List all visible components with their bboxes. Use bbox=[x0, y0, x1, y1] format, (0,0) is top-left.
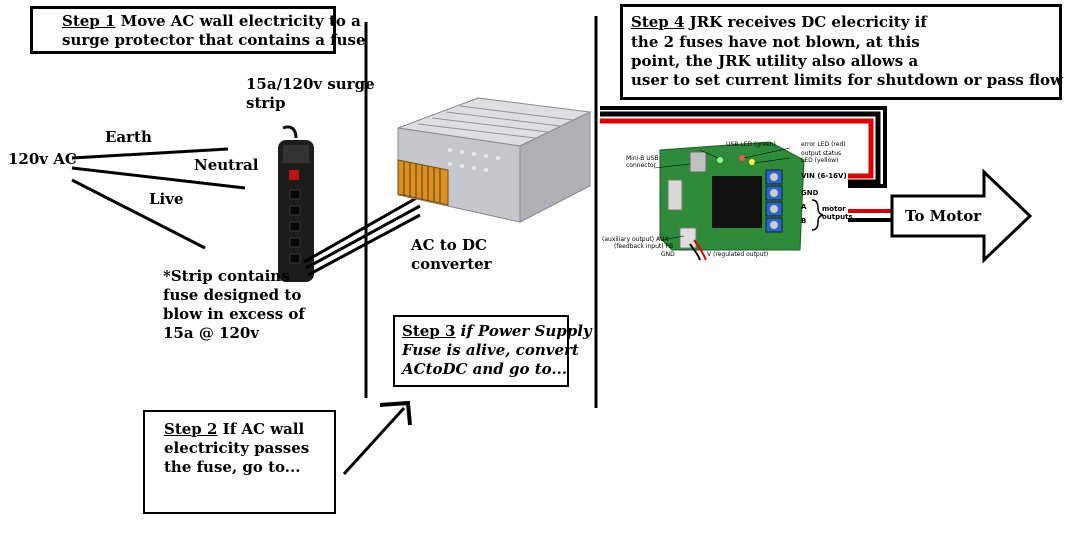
step3-number: Step 3 bbox=[402, 322, 456, 340]
board-outputs: outputs bbox=[822, 213, 853, 221]
board-output-status-led: LED (yellow) bbox=[801, 157, 839, 164]
ac-source-label: 120v AC bbox=[8, 150, 77, 168]
step2-number: Step 2 bbox=[164, 420, 218, 438]
board-a: A bbox=[801, 203, 807, 211]
step3-box bbox=[393, 315, 569, 387]
step4-text1: JRK receives DC elecricity if bbox=[684, 13, 927, 31]
step4-text3: point, the JRK utility also allows a bbox=[631, 52, 919, 70]
step1-line1: Step 1 Move AC wall electricity to a bbox=[62, 12, 361, 31]
fuse-note-2: fuse designed to bbox=[163, 286, 302, 304]
step3-line1: Step 3 if Power Supply bbox=[402, 322, 592, 341]
board-motor: motor bbox=[822, 205, 846, 213]
board-gnd-bottom: GND bbox=[661, 251, 675, 258]
converter-label-1: AC to DC bbox=[411, 236, 487, 254]
step3-text2: Fuse is alive, convert bbox=[402, 341, 579, 359]
board-mini-usb: Mini-B USB bbox=[626, 155, 659, 162]
live-label: Live bbox=[149, 190, 184, 208]
step3-text1: if Power Supply bbox=[455, 322, 592, 340]
step2-text1: If AC wall bbox=[217, 420, 305, 438]
board-feedback-input: (feedback input) FB bbox=[614, 243, 674, 250]
step2-text2: electricity passes bbox=[164, 439, 310, 457]
step1-box bbox=[30, 6, 336, 54]
step4-text4: user to set current limits for shutdown … bbox=[631, 71, 1067, 89]
step2-text3: the fuse, go to... bbox=[164, 458, 301, 476]
step1-text1: Move AC wall electricity to a bbox=[115, 12, 361, 30]
fuse-note-4: 15a @ 120v bbox=[163, 324, 260, 342]
board-error-led: error LED (red) bbox=[801, 141, 846, 148]
step4-line1: Step 4 JRK receives DC elecricity if bbox=[631, 13, 927, 32]
board-v-regulated: V (regulated output) bbox=[707, 251, 769, 258]
to-motor-label: To Motor bbox=[905, 207, 982, 225]
board-vin: VIN (6-16V) bbox=[801, 172, 847, 180]
board-output-status: output status bbox=[801, 150, 842, 157]
strip-label-line2: strip bbox=[246, 94, 286, 112]
strip-switch-light bbox=[289, 170, 299, 180]
fuse-note-3: blow in excess of bbox=[163, 305, 305, 323]
step4-box bbox=[620, 4, 1062, 100]
board-aux-output: (auxiliary output) AUX bbox=[602, 236, 669, 243]
step2-box bbox=[143, 410, 336, 514]
strip-label-line1: 15a/120v surge bbox=[246, 75, 375, 93]
converter-label-2: converter bbox=[411, 255, 492, 273]
step2-line1: Step 2 If AC wall bbox=[164, 420, 304, 439]
step1-text2: surge protector that contains a fuse bbox=[62, 31, 366, 49]
board-connector: connector bbox=[626, 162, 657, 169]
step1-number: Step 1 bbox=[62, 12, 116, 30]
earth-label: Earth bbox=[105, 128, 152, 146]
board-gnd: GND bbox=[801, 189, 819, 197]
fuse-note-1: *Strip contains bbox=[163, 267, 290, 285]
neutral-label: Neutral bbox=[194, 156, 259, 174]
board-b: B bbox=[801, 217, 807, 225]
step4-text2: the 2 fuses have not blown, at this bbox=[631, 33, 920, 51]
step3-text3: ACtoDC and go to... bbox=[402, 360, 568, 378]
step4-number: Step 4 bbox=[631, 13, 685, 31]
board-usb-led: USB LED (green) bbox=[726, 141, 776, 148]
